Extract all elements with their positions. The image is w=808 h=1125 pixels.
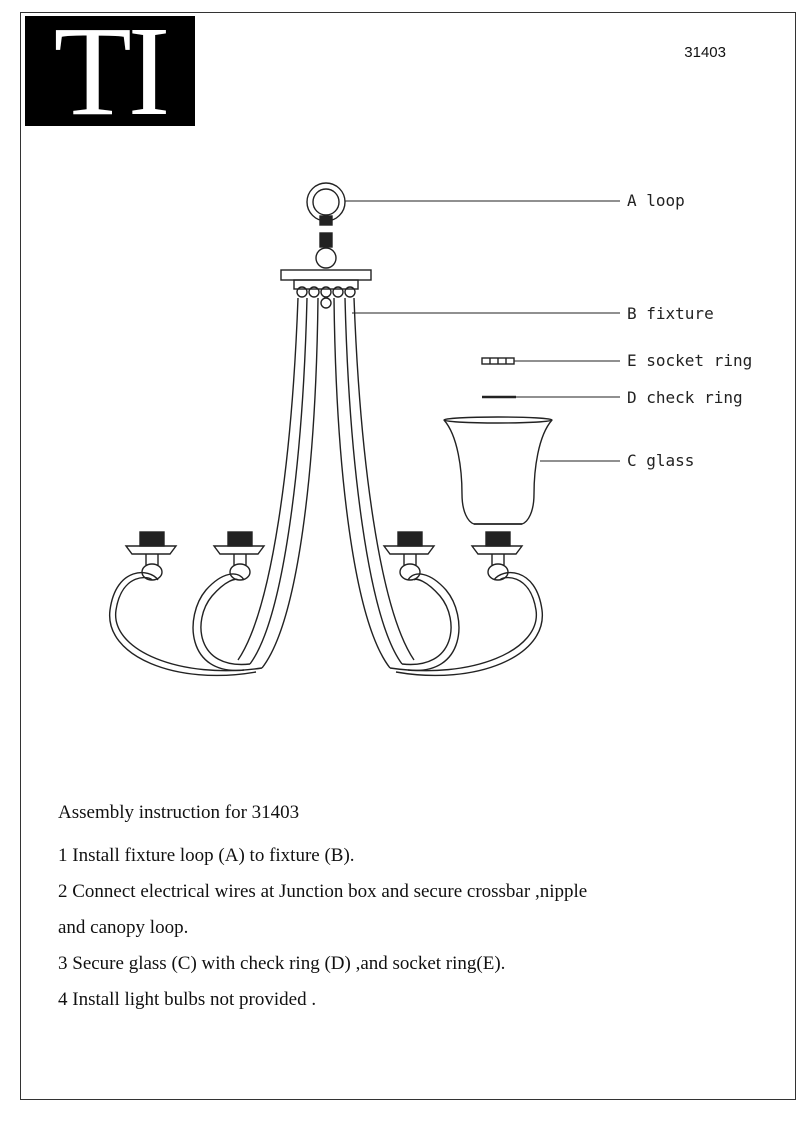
canopy-part	[280, 269, 372, 309]
callout-check-ring: D check ring	[627, 388, 743, 407]
sockets	[124, 531, 524, 581]
instruction-step: 4 Install light bulbs not provided .	[58, 989, 317, 1010]
assembly-instructions: Assembly instruction for 31403 1 Install…	[58, 802, 758, 1018]
callout-loop: A loop	[627, 191, 685, 210]
callout-socket-ring: E socket ring	[627, 351, 752, 370]
instruction-step: 1 Install fixture loop (A) to fixture (B…	[58, 845, 355, 866]
socket-3	[382, 531, 436, 581]
page-border	[20, 12, 796, 1100]
instructions-title: Assembly instruction for 31403	[58, 802, 300, 823]
socket-2	[212, 531, 266, 581]
socket-1	[124, 531, 178, 581]
callout-glass: C glass	[627, 451, 694, 470]
socket-4	[470, 531, 524, 581]
model-number: 31403	[684, 44, 726, 61]
loop-part	[306, 182, 346, 269]
glass-part	[443, 416, 553, 525]
brand-logo: TI	[25, 16, 195, 126]
logo-text: TI	[53, 16, 171, 126]
instruction-step: and canopy loop.	[58, 917, 189, 938]
callout-fixture: B fixture	[627, 304, 714, 323]
socket-ring-part	[481, 357, 515, 365]
instruction-step: 2 Connect electrical wires at Junction b…	[58, 881, 588, 902]
chandelier-diagram: A loop B fixture E socket ring D check r…	[109, 182, 752, 677]
instruction-step: 3 Secure glass (C) with check ring (D) ,…	[58, 953, 506, 974]
leader-lines	[345, 200, 620, 462]
fixture-arms	[109, 297, 543, 677]
